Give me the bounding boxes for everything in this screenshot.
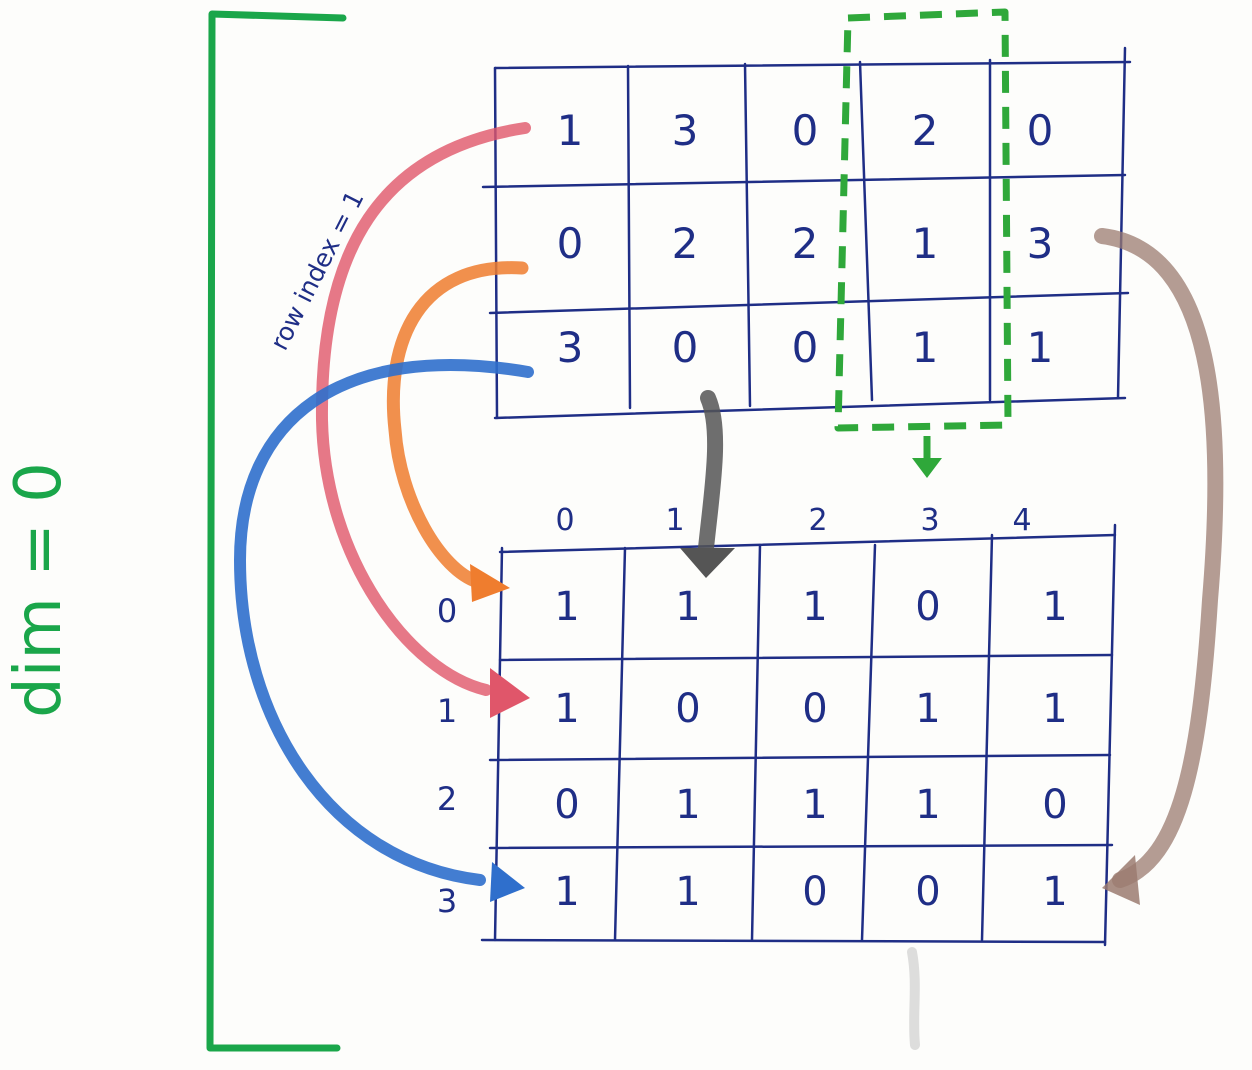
source-cell: 1 bbox=[912, 323, 939, 372]
result-matrix-values: 1 1 1 0 1 1 0 0 1 1 0 1 1 1 0 1 1 0 0 1 bbox=[554, 584, 1067, 915]
column-index-label: 0 bbox=[555, 503, 574, 538]
result-cell: 1 bbox=[915, 686, 940, 732]
result-cell: 1 bbox=[554, 869, 579, 915]
row-index-label: 0 bbox=[437, 592, 457, 630]
orange-arrow bbox=[386, 261, 529, 602]
result-cell: 1 bbox=[675, 869, 700, 915]
source-cell: 1 bbox=[1027, 323, 1054, 372]
result-cell: 1 bbox=[915, 782, 940, 828]
source-cell: 0 bbox=[792, 106, 819, 155]
gray-arrow bbox=[680, 390, 735, 578]
source-cell: 0 bbox=[557, 219, 584, 268]
dim-label: dim = 0 bbox=[2, 462, 76, 718]
result-cell: 0 bbox=[1042, 782, 1067, 828]
source-cell: 2 bbox=[792, 219, 819, 268]
result-cell: 1 bbox=[1042, 686, 1067, 732]
source-cell: 1 bbox=[557, 106, 584, 155]
red-arrow bbox=[315, 122, 531, 718]
column-index-label: 1 bbox=[665, 503, 684, 538]
result-row-labels: 0 1 2 3 bbox=[437, 592, 457, 920]
source-cell: 2 bbox=[912, 106, 939, 155]
result-matrix-grid bbox=[480, 523, 1117, 947]
source-cell: 2 bbox=[672, 219, 699, 268]
result-cell: 1 bbox=[802, 782, 827, 828]
result-cell: 0 bbox=[802, 869, 827, 915]
row-index-label: 1 bbox=[437, 692, 457, 730]
source-cell: 3 bbox=[672, 106, 699, 155]
result-cell: 1 bbox=[554, 686, 579, 732]
row-index-label: 3 bbox=[437, 882, 457, 920]
result-cell: 1 bbox=[675, 584, 700, 630]
dim-bracket bbox=[206, 10, 347, 1052]
row-index-label: 2 bbox=[437, 780, 457, 818]
result-cell: 1 bbox=[802, 584, 827, 630]
source-cell: 0 bbox=[672, 323, 699, 372]
result-cell: 0 bbox=[675, 686, 700, 732]
dashed-column-highlight bbox=[834, 8, 1012, 432]
down-arrow-icon bbox=[912, 436, 942, 478]
result-column-labels: 0 1 2 3 4 bbox=[555, 503, 1031, 538]
result-cell: 1 bbox=[1042, 869, 1067, 915]
column-index-label: 2 bbox=[808, 503, 827, 538]
result-cell: 0 bbox=[915, 869, 940, 915]
column-index-label: 3 bbox=[920, 503, 939, 538]
result-cell: 1 bbox=[554, 584, 579, 630]
result-cell: 0 bbox=[554, 782, 579, 828]
source-cell: 0 bbox=[1027, 106, 1054, 155]
brown-arrow bbox=[1094, 228, 1224, 905]
result-cell: 0 bbox=[802, 686, 827, 732]
source-cell: 0 bbox=[792, 323, 819, 372]
source-cell: 3 bbox=[1027, 219, 1054, 268]
source-cell: 1 bbox=[912, 219, 939, 268]
result-cell: 1 bbox=[675, 782, 700, 828]
result-cell: 0 bbox=[915, 584, 940, 630]
row-index-annotation: row index = 1 bbox=[265, 186, 370, 355]
result-cell: 1 bbox=[1042, 584, 1067, 630]
column-index-label: 4 bbox=[1012, 503, 1031, 538]
source-matrix-values: 1 3 0 2 0 0 2 2 1 3 3 0 0 1 1 bbox=[557, 106, 1054, 372]
blue-arrow bbox=[233, 359, 534, 902]
source-matrix-grid bbox=[481, 46, 1132, 420]
source-cell: 3 bbox=[557, 323, 584, 372]
faint-arrow-trace bbox=[907, 947, 920, 1050]
